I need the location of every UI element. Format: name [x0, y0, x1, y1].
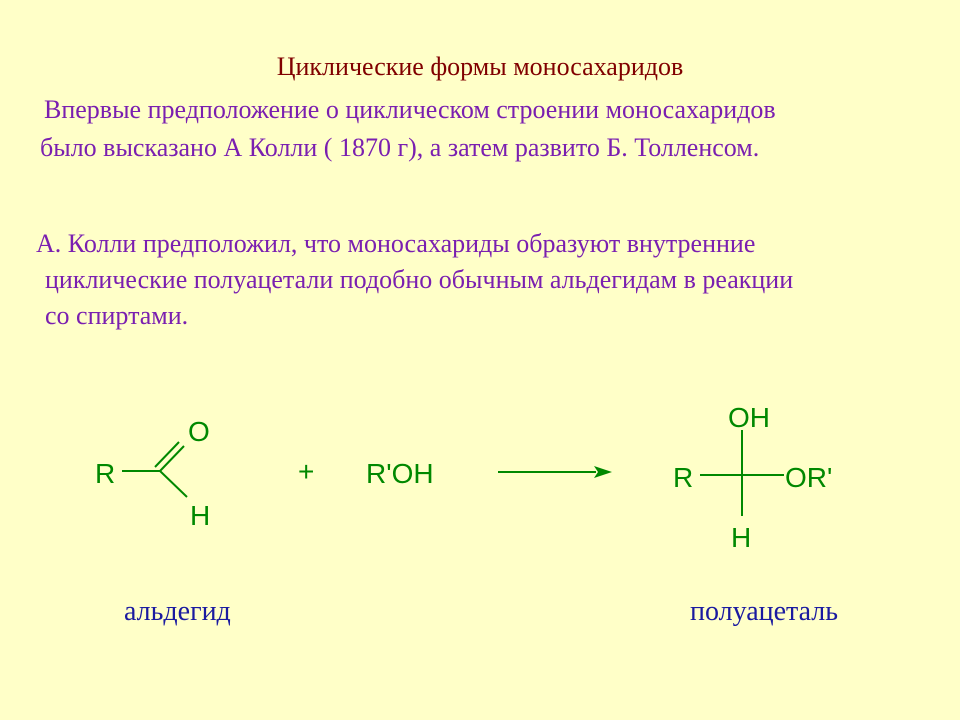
intro-paragraph: Впервые предположение о циклическом стро… — [40, 91, 940, 167]
double-bond-c-o-1 — [159, 445, 185, 472]
reaction-arrow — [498, 466, 612, 478]
aldehyde-name: альдегид — [124, 596, 231, 627]
aldehyde-r-atom: R — [95, 458, 115, 489]
slide-title: Циклические формы моносахаридов — [276, 52, 684, 81]
hypothesis-line-2: циклические полуацетали подобно обычным … — [45, 265, 794, 294]
hemiacetal-name: полуацеталь — [690, 596, 839, 627]
double-bond-c-o-2 — [154, 441, 180, 468]
aldehyde-oxygen-atom: O — [188, 416, 210, 447]
intro-line-2: было высказано А Колли ( 1870 г), а зате… — [40, 133, 760, 162]
hypothesis-line-3: со спиртами. — [45, 301, 189, 330]
hypothesis-paragraph: А. Колли предположил, что моносахариды о… — [36, 226, 954, 334]
alcohol-formula: R'OH — [366, 458, 434, 489]
reaction-scheme: R O H + R'OH OH R OR' H — [95, 402, 832, 553]
aldehyde-hydrogen-atom: H — [190, 500, 210, 531]
aldehyde-structure: R O H — [95, 416, 210, 531]
hemiacetal-oh-group: OH — [728, 402, 770, 433]
hemiacetal-r-atom: R — [673, 462, 693, 493]
hemiacetal-structure: OH R OR' H — [673, 402, 832, 553]
intro-line-1: Впервые предположение о циклическом стро… — [44, 95, 776, 124]
hemiacetal-or-group: OR' — [785, 462, 832, 493]
plus-sign: + — [298, 456, 314, 487]
hemiacetal-hydrogen-atom: H — [731, 522, 751, 553]
hypothesis-line-1: А. Колли предположил, что моносахариды о… — [36, 229, 756, 258]
bond-c-h — [159, 470, 188, 498]
